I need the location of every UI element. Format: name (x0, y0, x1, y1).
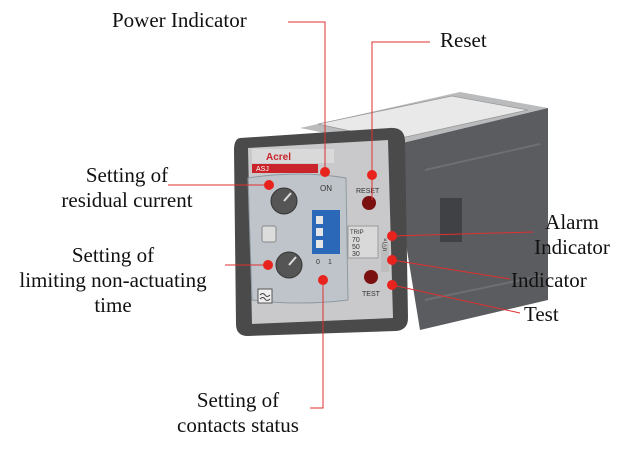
marker-test (387, 280, 397, 290)
callout-indicator-text: Indicator (511, 268, 587, 292)
marker-dots (263, 167, 397, 290)
trip-value-30: 30 (352, 251, 360, 258)
callout-contacts-line-1: Setting of (196, 388, 280, 412)
callout-residual-current: Setting of residual current (44, 163, 210, 213)
test-button[interactable] (364, 270, 378, 284)
callout-alarm-line-2: Indicator (534, 235, 610, 259)
callout-limiting-time: Setting of limiting non-actuating time (2, 243, 224, 318)
marker-limiting (263, 260, 273, 270)
reset-button[interactable] (362, 196, 376, 210)
dip-label-1: 1 (328, 259, 332, 266)
leader-contacts (310, 280, 324, 409)
callout-contacts-status: Setting of contacts status (150, 388, 326, 438)
trip-value-70: 70 (352, 237, 360, 244)
cover-latch[interactable] (261, 225, 277, 243)
marker-residual (264, 180, 274, 190)
on-label: ON (320, 184, 332, 193)
callout-power-indicator: Power Indicator (112, 8, 247, 33)
callout-residual-line-1: Setting of (85, 163, 169, 187)
trip-label: TRIP (350, 230, 364, 236)
side-clip (440, 198, 462, 242)
reset-label: RESET (356, 188, 380, 195)
callout-reset-text: Reset (440, 28, 487, 52)
brand-strip (252, 149, 334, 163)
marker-power (320, 167, 330, 177)
leader-alarm (391, 231, 534, 237)
callout-reset: Reset (440, 28, 487, 53)
indicator-lamp-slot (381, 244, 389, 272)
test-label: TEST (362, 291, 381, 298)
callout-test: Test (524, 302, 559, 327)
callout-limiting-line-1: Setting of (71, 243, 155, 267)
callout-limiting-line-3: time (94, 293, 132, 317)
brand-logo: Acrel (266, 152, 291, 163)
callout-test-text: Test (524, 302, 559, 326)
model-label: ASJ (256, 166, 269, 173)
trip-value-50: 50 (352, 244, 360, 251)
leader-reset (371, 41, 430, 200)
relay-device (234, 92, 548, 336)
marker-contacts (318, 275, 328, 285)
device-labels: Acrel ASJ ON RESET TRIP 70 50 30 0 1 TES… (256, 152, 387, 298)
trip-window (347, 225, 379, 259)
callout-contacts-line-2: contacts status (177, 413, 299, 437)
marker-alarm (387, 231, 397, 241)
callout-power-indicator-text: Power Indicator (112, 8, 247, 32)
marker-reset (367, 170, 377, 180)
leader-lines (168, 21, 534, 409)
leader-power (288, 21, 326, 172)
callout-alarm-line-1: Alarm (545, 210, 599, 234)
leader-indicator (391, 259, 511, 280)
callout-alarm-indicator: Alarm Indicator (522, 210, 622, 260)
marker-indicator (387, 255, 397, 265)
dip-label-0: 0 (316, 259, 320, 266)
side-multiplier-label: ×I△n (381, 238, 387, 251)
leader-test (391, 284, 521, 314)
callout-indicator: Indicator (511, 268, 587, 293)
housing-side (390, 108, 548, 330)
callout-limiting-line-2: limiting non-actuating (19, 268, 207, 292)
wave-badge-icon (257, 288, 273, 304)
model-strip (252, 164, 318, 173)
callout-residual-line-2: residual current (61, 188, 193, 212)
